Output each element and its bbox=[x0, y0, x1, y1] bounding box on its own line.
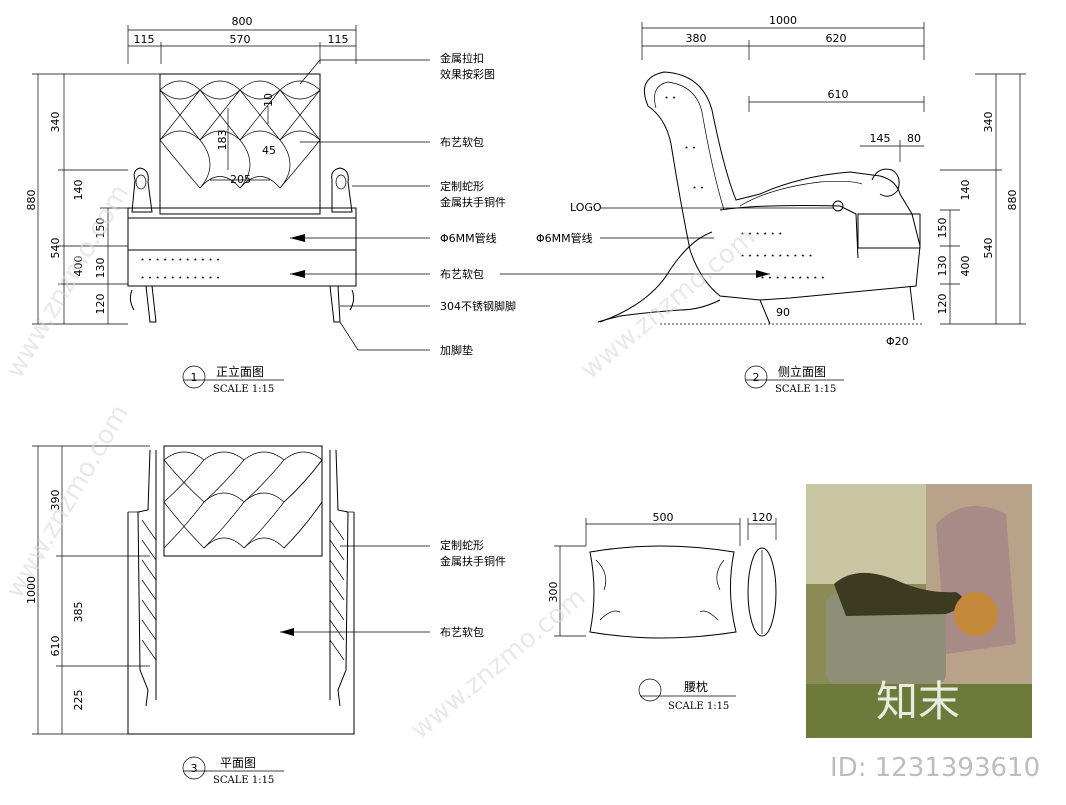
side-r-540: 540 bbox=[982, 238, 995, 259]
front-left-lower: 540 bbox=[49, 238, 62, 259]
side-d-phi20: Φ20 bbox=[886, 335, 909, 348]
side-r-400: 400 bbox=[959, 256, 972, 277]
front-view-number: 1 bbox=[191, 371, 198, 384]
label-fabric-2: 布艺软包 bbox=[440, 267, 484, 281]
svg-text:www.znzmo.com: www.znzmo.com bbox=[405, 582, 591, 745]
side-d-610: 610 bbox=[828, 88, 849, 101]
label-pipe-side: Φ6MM管线 bbox=[536, 231, 593, 245]
svg-text:www.znzmo.com: www.znzmo.com bbox=[575, 222, 761, 385]
seat-pattern: ⋆ ⋆ ⋆ ⋆ ⋆ ⋆ ⋆ ⋆ ⋆ ⋆ ⋆ ⋆ ⋆ ⋆ ⋆ ⋆ ⋆ ⋆ ⋆ ⋆ … bbox=[140, 255, 221, 282]
side-top-total: 1000 bbox=[769, 14, 797, 27]
side-view-title: 2 侧立面图 SCALE 1:15 bbox=[744, 364, 844, 395]
watermark-id: ID: 1231393610 bbox=[830, 753, 1040, 783]
front-l-130: 130 bbox=[94, 258, 107, 279]
svg-text:⋆ ⋆ ⋆ ⋆ ⋆ ⋆ ⋆ ⋆ ⋆ ⋆ ⋆: ⋆ ⋆ ⋆ ⋆ ⋆ ⋆ ⋆ ⋆ ⋆ ⋆ ⋆ bbox=[140, 273, 221, 282]
svg-text:www.znzmo.com: www.znzmo.com bbox=[0, 400, 135, 604]
side-view-scale: SCALE 1:15 bbox=[775, 384, 836, 395]
svg-text:⋆ ⋆ ⋆ ⋆ ⋆ ⋆ ⋆ ⋆ ⋆ ⋆: ⋆ ⋆ ⋆ ⋆ ⋆ ⋆ ⋆ ⋆ ⋆ ⋆ bbox=[740, 251, 813, 260]
side-pattern: ⋆ ⋆ ⋆ ⋆ ⋆ ⋆ ⋆ ⋆ ⋆ ⋆ ⋆ ⋆ ⋆ ⋆ ⋆ ⋆ ⋆ ⋆ ⋆ ⋆ … bbox=[664, 93, 825, 282]
svg-text:www.znzmo.com: www.znzmo.com bbox=[0, 180, 135, 384]
pillow-scale: SCALE 1:15 bbox=[668, 701, 729, 712]
svg-text:⋆ ⋆: ⋆ ⋆ bbox=[692, 183, 705, 192]
svg-text:⋆ ⋆ ⋆ ⋆ ⋆ ⋆ ⋆ ⋆ ⋆: ⋆ ⋆ ⋆ ⋆ ⋆ ⋆ ⋆ ⋆ ⋆ bbox=[760, 273, 825, 282]
reference-photo: 知末 bbox=[806, 484, 1032, 738]
front-top-left: 115 bbox=[134, 33, 155, 46]
side-d-80: 80 bbox=[907, 132, 921, 145]
front-left-total: 880 bbox=[25, 190, 38, 211]
label-metal-buckle-2: 效果按彩图 bbox=[440, 67, 495, 81]
front-l-140: 140 bbox=[72, 180, 85, 201]
front-inner-205: 205 bbox=[230, 173, 251, 186]
front-top-right: 115 bbox=[328, 33, 349, 46]
front-view-name: 正立面图 bbox=[216, 364, 264, 379]
label-steel-feet: 304不锈钢脚脚 bbox=[440, 299, 516, 313]
plan-view-name: 平面图 bbox=[220, 756, 256, 770]
side-right-total: 880 bbox=[1006, 190, 1019, 211]
side-r-140: 140 bbox=[959, 180, 972, 201]
svg-text:⋆ ⋆: ⋆ ⋆ bbox=[684, 143, 697, 152]
label-plan-fabric: 布艺软包 bbox=[440, 625, 484, 639]
pillow-width: 500 bbox=[653, 511, 674, 524]
side-r-150: 150 bbox=[936, 218, 949, 239]
front-l-400: 400 bbox=[72, 256, 85, 277]
plan-view-scale: SCALE 1:15 bbox=[213, 775, 274, 786]
front-l-150: 150 bbox=[94, 218, 107, 239]
svg-text:⋆ ⋆: ⋆ ⋆ bbox=[664, 93, 677, 102]
front-inner-45: 45 bbox=[262, 144, 276, 157]
plan-d-610: 610 bbox=[49, 636, 62, 657]
front-view-title: 1 正立面图 SCALE 1:15 bbox=[182, 364, 284, 395]
front-top-total: 800 bbox=[232, 15, 253, 28]
pillow-height: 300 bbox=[547, 582, 560, 603]
label-snake-1: 定制蛇形 bbox=[440, 179, 484, 193]
label-metal-buckle-1: 金属拉扣 bbox=[440, 51, 484, 65]
plan-total: 1000 bbox=[25, 576, 38, 604]
side-r-120: 120 bbox=[936, 294, 949, 315]
front-inner-183: 183 bbox=[216, 130, 229, 151]
pillow-name: 腰枕 bbox=[684, 679, 708, 694]
label-snake-2: 金属扶手铜件 bbox=[440, 195, 506, 209]
label-logo: LOGO bbox=[570, 201, 602, 214]
plan-view-title: 3 平面图 SCALE 1:15 bbox=[182, 756, 284, 786]
plan-d-390: 390 bbox=[49, 490, 62, 511]
pillow-view: 500 300 120 bbox=[547, 511, 777, 639]
side-r-340: 340 bbox=[982, 112, 995, 133]
pillow-title: 腰枕 SCALE 1:15 bbox=[638, 678, 736, 712]
label-plan-snake-1: 定制蛇形 bbox=[440, 538, 484, 552]
label-pipe-front: Φ6MM管线 bbox=[440, 231, 497, 245]
side-top-right: 620 bbox=[826, 32, 847, 45]
side-top-left: 380 bbox=[686, 32, 707, 45]
plan-d-225: 225 bbox=[72, 690, 85, 711]
side-view-number: 2 bbox=[753, 371, 760, 384]
label-plan-snake-2: 金属扶手铜件 bbox=[440, 554, 506, 568]
side-d-145: 145 bbox=[870, 132, 891, 145]
plan-view: 1000 390 610 385 225 bbox=[25, 445, 430, 735]
plan-view-number: 3 bbox=[191, 762, 198, 775]
label-fabric-1: 布艺软包 bbox=[440, 135, 484, 149]
side-elevation: 1000 380 620 610 145 80 340 880 540 140 … bbox=[500, 14, 1026, 348]
front-inner-10: 10 bbox=[262, 93, 275, 107]
svg-text:⋆ ⋆ ⋆ ⋆ ⋆ ⋆ ⋆ ⋆ ⋆ ⋆ ⋆: ⋆ ⋆ ⋆ ⋆ ⋆ ⋆ ⋆ ⋆ ⋆ ⋆ ⋆ bbox=[140, 255, 221, 264]
front-view-scale: SCALE 1:15 bbox=[213, 384, 274, 395]
plan-d-385: 385 bbox=[72, 602, 85, 623]
svg-text:⋆ ⋆ ⋆ ⋆ ⋆ ⋆: ⋆ ⋆ ⋆ ⋆ ⋆ ⋆ bbox=[740, 229, 783, 238]
front-elevation: 800 115 570 115 880 340 540 140 150 400 … bbox=[25, 15, 430, 351]
side-d-90: 90 bbox=[776, 306, 790, 319]
front-left-upper: 340 bbox=[49, 112, 62, 133]
front-top-mid: 570 bbox=[230, 33, 251, 46]
side-r-130: 130 bbox=[936, 256, 949, 277]
watermark-text: www.znzmo.com www.znzmo.com www.znzmo.co… bbox=[0, 180, 761, 746]
label-foot-pad: 加脚垫 bbox=[440, 343, 473, 357]
side-view-name: 侧立面图 bbox=[778, 364, 826, 379]
photo-watermark: 知末 bbox=[876, 677, 960, 726]
front-l-120: 120 bbox=[94, 294, 107, 315]
pillow-depth: 120 bbox=[752, 511, 773, 524]
